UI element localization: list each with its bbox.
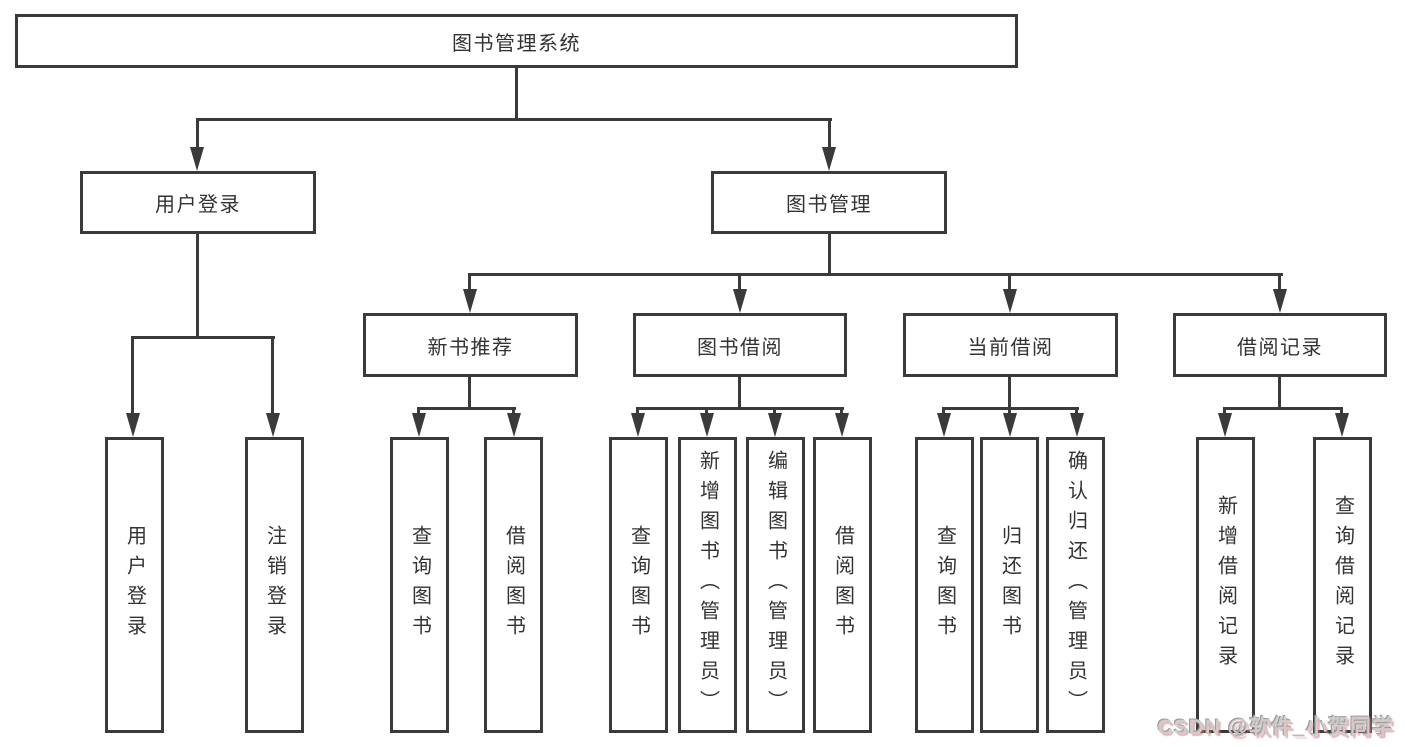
connector-line (1340, 407, 1343, 416)
connector-line (468, 273, 1283, 276)
arrow-down-icon (412, 413, 426, 437)
arrow-down-icon (700, 413, 714, 437)
node-leaf-confirm-return-admin: 确认归还（管理员） (1046, 437, 1105, 733)
node-library-management-system: 图书管理系统 (15, 14, 1018, 68)
connector-line (515, 68, 518, 120)
arrow-down-icon (1335, 413, 1349, 437)
node-leaf-borrow-book-recommend: 借阅图书 (484, 437, 543, 733)
node-new-book-recommend-label: 新书推荐 (427, 336, 514, 359)
node-library-management-system-label: 图书管理系统 (452, 32, 581, 55)
connector-line (636, 407, 639, 416)
node-leaf-query-book-current-label: 查询图书 (933, 525, 956, 645)
connector-line (1008, 377, 1011, 409)
connector-line (131, 336, 275, 339)
node-leaf-confirm-return-admin-label: 确认归还（管理员） (1064, 450, 1087, 720)
node-leaf-logout-login: 注销登录 (245, 437, 304, 733)
node-leaf-borrow-book-recommend-label: 借阅图书 (502, 525, 525, 645)
connector-line (512, 407, 515, 416)
connector-line (1278, 377, 1281, 409)
connector-line (1278, 273, 1281, 295)
connector-line (1223, 407, 1343, 410)
node-leaf-query-book-recommend-label: 查询图书 (408, 525, 431, 645)
arrow-down-icon (1003, 289, 1017, 313)
node-leaf-user-login-label: 用户登录 (123, 525, 146, 645)
connector-line (196, 234, 199, 338)
node-leaf-add-book-admin: 新增图书（管理员） (678, 437, 737, 733)
arrow-down-icon (1273, 289, 1287, 313)
connector-line (942, 407, 945, 416)
node-book-management-label: 图书管理 (786, 194, 872, 216)
node-leaf-add-borrow-record-label: 新增借阅记录 (1214, 495, 1237, 675)
connector-line (271, 336, 274, 415)
arrow-down-icon (190, 147, 204, 171)
connector-line (738, 377, 741, 409)
connector-line (1223, 407, 1226, 416)
arrow-down-icon (768, 413, 782, 437)
watermark: CSDN @软件_小贺同学 (1157, 716, 1394, 739)
connector-line (468, 273, 471, 295)
node-leaf-query-book-borrow-label: 查询图书 (627, 525, 650, 645)
arrow-down-icon (1003, 413, 1017, 437)
node-user-login: 用户登录 (80, 171, 316, 234)
node-borrow-records: 借阅记录 (1173, 313, 1387, 377)
connector-line (1008, 273, 1011, 295)
connector-line (468, 377, 471, 409)
node-book-borrow-label: 图书借阅 (697, 336, 783, 359)
arrow-down-icon (1070, 413, 1084, 437)
connector-line (840, 407, 843, 416)
node-leaf-query-book-current: 查询图书 (915, 437, 974, 733)
connector-line (828, 234, 831, 275)
node-leaf-edit-book-admin: 编辑图书（管理员） (746, 437, 805, 733)
node-leaf-return-book: 归还图书 (980, 437, 1039, 733)
node-leaf-add-borrow-record: 新增借阅记录 (1196, 437, 1255, 733)
arrow-down-icon (733, 289, 747, 313)
node-current-borrow-label: 当前借阅 (967, 336, 1054, 359)
arrow-down-icon (266, 413, 280, 437)
node-leaf-query-book-borrow: 查询图书 (609, 437, 668, 733)
node-leaf-add-book-admin-label: 新增图书（管理员） (696, 450, 719, 720)
node-leaf-logout-login-label: 注销登录 (263, 525, 286, 645)
arrow-down-icon (822, 147, 836, 171)
node-leaf-borrow-book-borrow: 借阅图书 (813, 437, 872, 733)
node-leaf-query-borrow-record-label: 查询借阅记录 (1331, 495, 1354, 675)
arrow-down-icon (126, 413, 140, 437)
connector-line (705, 407, 708, 416)
connector-line (196, 118, 832, 121)
node-leaf-edit-book-admin-label: 编辑图书（管理员） (764, 450, 787, 720)
connector-line (417, 407, 516, 410)
node-user-login-label: 用户登录 (155, 194, 241, 216)
connector-line (636, 407, 844, 410)
connector-line (828, 118, 831, 150)
arrow-down-icon (463, 289, 477, 313)
node-leaf-return-book-label: 归还图书 (998, 525, 1021, 645)
node-leaf-query-book-recommend: 查询图书 (390, 437, 449, 733)
connector-line (196, 118, 199, 150)
node-new-book-recommend: 新书推荐 (363, 313, 578, 377)
connector-line (738, 273, 741, 295)
arrow-down-icon (631, 413, 645, 437)
node-leaf-query-borrow-record: 查询借阅记录 (1313, 437, 1372, 733)
connector-line (1075, 407, 1078, 416)
arrow-down-icon (937, 413, 951, 437)
node-leaf-borrow-book-borrow-label: 借阅图书 (831, 525, 854, 645)
arrow-down-icon (835, 413, 849, 437)
connector-line (773, 407, 776, 416)
node-borrow-records-label: 借阅记录 (1237, 336, 1323, 359)
node-book-management: 图书管理 (711, 171, 947, 234)
connector-line (131, 336, 134, 415)
node-book-borrow: 图书借阅 (633, 313, 847, 377)
connector-line (1008, 407, 1011, 416)
connector-line (417, 407, 420, 416)
node-leaf-user-login: 用户登录 (105, 437, 164, 733)
arrow-down-icon (1218, 413, 1232, 437)
node-current-borrow: 当前借阅 (903, 313, 1118, 377)
arrow-down-icon (507, 413, 521, 437)
